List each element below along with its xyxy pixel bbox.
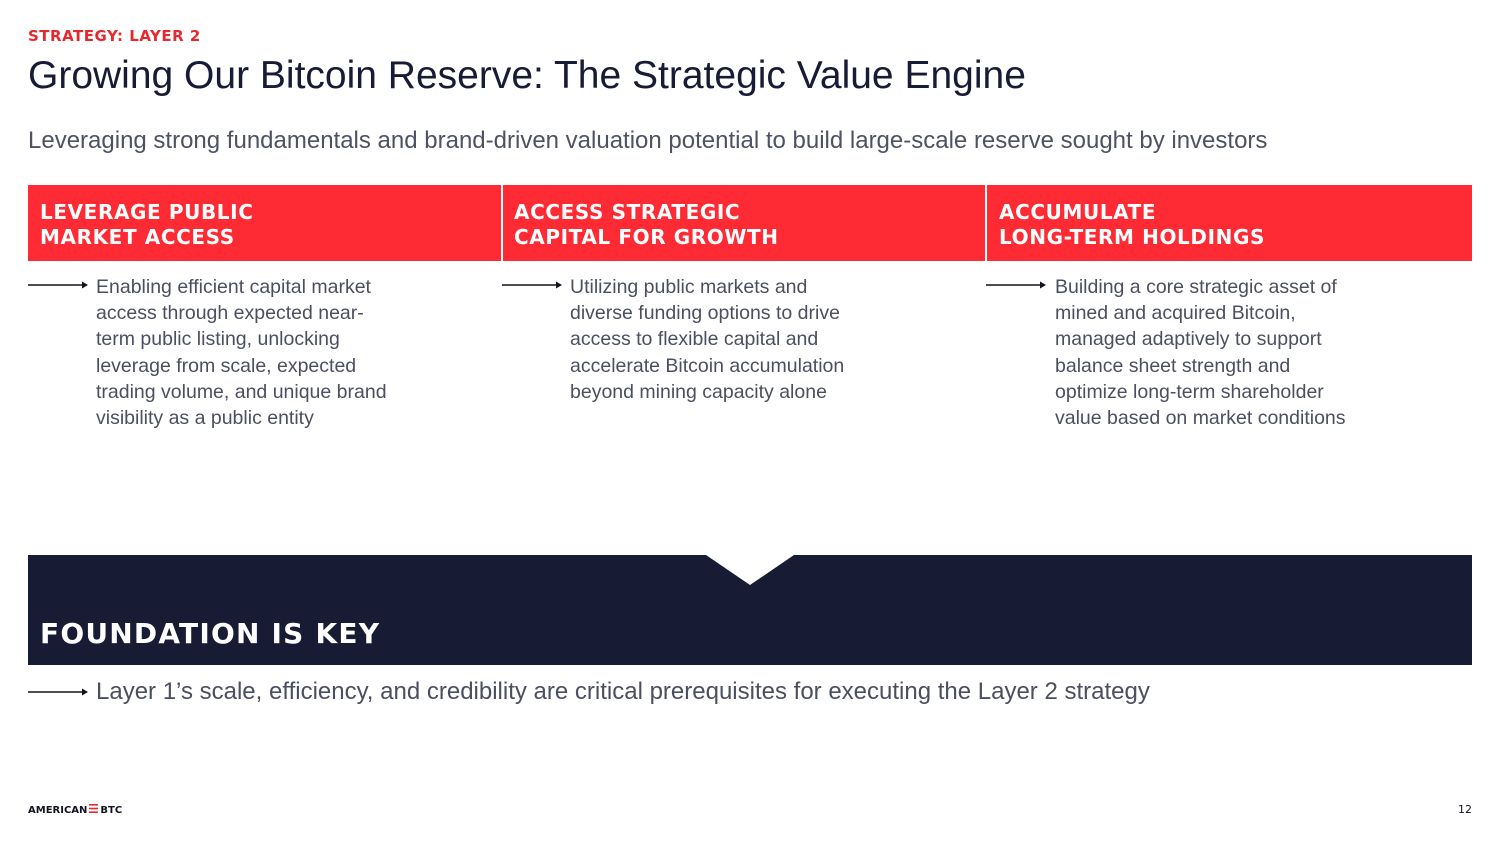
arrow-right-icon bbox=[28, 279, 88, 291]
arrow-right-icon bbox=[986, 279, 1046, 291]
column-divider bbox=[501, 185, 503, 261]
column-heading-leverage: LEVERAGE PUBLIC MARKET ACCESS bbox=[40, 200, 254, 249]
column-heading-accumulate: ACCUMULATE LONG-TERM HOLDINGS bbox=[999, 200, 1266, 249]
page-number: 12 bbox=[1458, 803, 1472, 816]
column-heading-access: ACCESS STRATEGIC CAPITAL FOR GROWTH bbox=[514, 200, 779, 249]
column-body-leverage: Enabling efficient capital market access… bbox=[96, 276, 387, 430]
column-body-access: Utilizing public markets and diverse fun… bbox=[570, 276, 845, 403]
foundation-banner bbox=[28, 555, 1472, 665]
column-body-accumulate: Building a core strategic asset of mined… bbox=[1055, 276, 1346, 430]
logo-text-left: AMERICAN bbox=[28, 804, 88, 816]
slide-title: Growing Our Bitcoin Reserve: The Strateg… bbox=[28, 54, 1026, 97]
column-divider bbox=[985, 185, 987, 261]
arrow-right-icon bbox=[502, 279, 562, 291]
american-btc-logo-mark bbox=[89, 804, 99, 816]
foundation-text: Layer 1’s scale, efficiency, and credibi… bbox=[96, 678, 1150, 705]
columns-header-bar bbox=[28, 185, 1472, 261]
slide-subtitle: Leveraging strong fundamentals and brand… bbox=[28, 127, 1268, 154]
eyebrow-label: STRATEGY: LAYER 2 bbox=[28, 27, 201, 45]
arrow-right-icon bbox=[28, 686, 88, 698]
foundation-title: FOUNDATION IS KEY bbox=[40, 617, 381, 650]
logo-text-right: BTC bbox=[100, 804, 123, 816]
company-logo: AMERICAN BTC bbox=[28, 804, 122, 816]
